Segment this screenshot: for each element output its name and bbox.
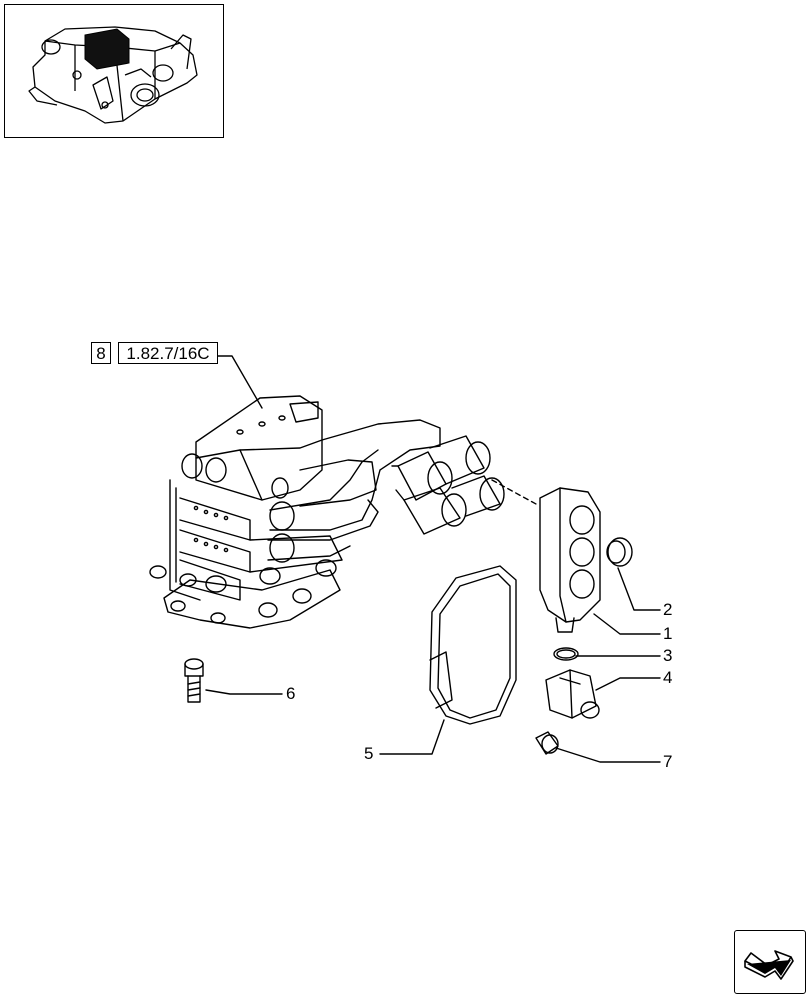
quick-couplers <box>391 435 505 535</box>
callout-6[interactable]: 6 <box>286 684 296 703</box>
callout-1[interactable]: 1 <box>663 624 673 643</box>
group-number-box[interactable]: 8 <box>91 342 111 364</box>
callout-4[interactable]: 4 <box>663 668 673 687</box>
leader-line-2 <box>617 567 661 611</box>
reference-code-box[interactable]: 1.82.7/16C <box>118 342 218 364</box>
section-bolt-holes <box>193 505 229 553</box>
reference-leader-line <box>217 355 263 409</box>
leader-line-1 <box>593 613 661 635</box>
control-valve-block <box>149 395 441 629</box>
assembly-thumbnail <box>4 4 224 138</box>
manifold-body-part-1 <box>539 487 601 633</box>
leader-line-6 <box>205 689 283 695</box>
callout-2[interactable]: 2 <box>663 600 673 619</box>
leader-line-5 <box>379 719 445 755</box>
next-page-arrow-icon <box>744 950 794 980</box>
assembly-thumbnail-icon <box>28 26 198 124</box>
plug-part-7 <box>535 731 559 755</box>
next-page-button[interactable] <box>734 930 806 994</box>
bolt-part-6 <box>184 658 204 703</box>
valve-cap-part-4 <box>545 669 600 719</box>
callout-3[interactable]: 3 <box>663 646 673 665</box>
reference-code: 1.82.7/16C <box>126 344 210 363</box>
cap-part-2 <box>606 537 633 567</box>
group-number: 8 <box>96 344 106 363</box>
o-ring-part-3 <box>553 647 579 661</box>
callout-7[interactable]: 7 <box>663 752 673 771</box>
callout-5[interactable]: 5 <box>364 744 374 763</box>
leader-line-4 <box>595 677 661 691</box>
alignment-dashed-line <box>491 479 537 505</box>
seal-ring-part-5 <box>429 565 517 725</box>
leader-line-7 <box>555 747 661 763</box>
